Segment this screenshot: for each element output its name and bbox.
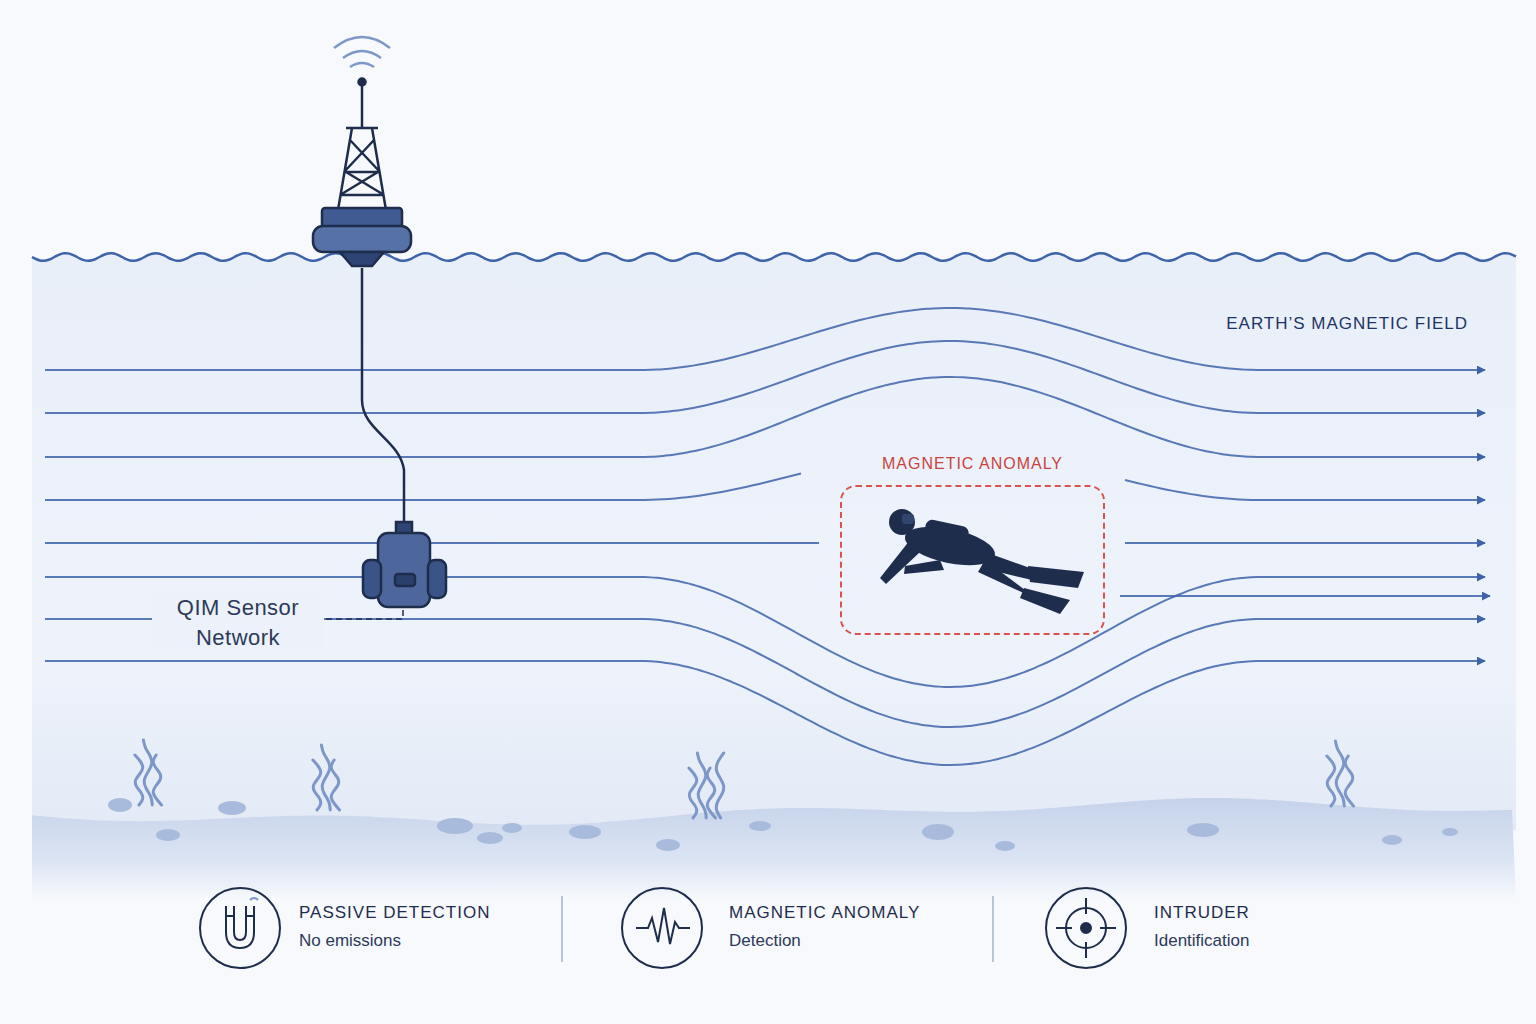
field-line (45, 341, 1485, 413)
magnetic-field-lines (45, 308, 1490, 765)
seabed (32, 798, 1516, 900)
anomaly-zone: MAGNETIC ANOMALY (840, 485, 1105, 635)
seaweed-strand (331, 760, 339, 810)
seabed-rocks (108, 798, 1458, 851)
feature-text: No emissions (299, 930, 401, 953)
rock (156, 829, 180, 841)
field-line (45, 661, 1485, 765)
field-label: EARTH’S MAGNETIC FIELD (1226, 313, 1468, 336)
rock (569, 825, 601, 839)
feature-icons (200, 888, 1126, 968)
seaweed-strand (313, 760, 321, 810)
seaweed-strand (321, 745, 330, 810)
rock (108, 798, 132, 812)
seaweed-strand (707, 768, 715, 818)
feature-text: MAGNETIC ANOMALY (729, 902, 920, 925)
seaweed-strand (143, 740, 152, 805)
feature-text: PASSIVE DETECTION (299, 902, 490, 925)
seaweed-strand (1345, 756, 1353, 806)
rock (218, 801, 246, 815)
field-line (45, 577, 1485, 687)
buoy (313, 37, 411, 266)
feature-text: INTRUDER (1154, 902, 1250, 925)
field-line (45, 542, 819, 544)
rock (1442, 828, 1458, 836)
rock (437, 818, 473, 834)
field-line (45, 308, 1485, 370)
field-line (45, 377, 1485, 457)
leader-line (316, 608, 403, 619)
field-line (1125, 480, 1485, 500)
seaweed-strand (1327, 756, 1335, 806)
tether-cable (362, 268, 404, 525)
sensor-label: QIM Sensor Network (152, 591, 324, 654)
field-line (45, 473, 801, 500)
rock (502, 823, 522, 833)
rock (656, 839, 680, 851)
seaweed-strand (716, 753, 724, 818)
diver-silhouette (880, 509, 1084, 614)
anomaly-heading: MAGNETIC ANOMALY (882, 455, 1063, 473)
rock (1187, 823, 1219, 837)
rock (749, 821, 771, 831)
seaweed-strand (1335, 741, 1344, 806)
water-body (32, 253, 1516, 830)
rock (922, 824, 954, 840)
seaweed-strand (697, 753, 706, 818)
rock (477, 832, 503, 844)
seaweed-strand (135, 755, 143, 805)
qim-sensor-pod (363, 522, 446, 607)
field-line (1125, 542, 1485, 544)
seaweed-strand (689, 768, 697, 818)
seaweed-strand (153, 755, 161, 805)
feature-text: Identification (1154, 930, 1249, 953)
water-surface (32, 253, 1516, 261)
seaweed (135, 740, 1354, 818)
rock (1382, 835, 1402, 845)
rock (995, 841, 1015, 851)
field-line (1120, 595, 1490, 597)
feature-text: Detection (729, 930, 801, 953)
